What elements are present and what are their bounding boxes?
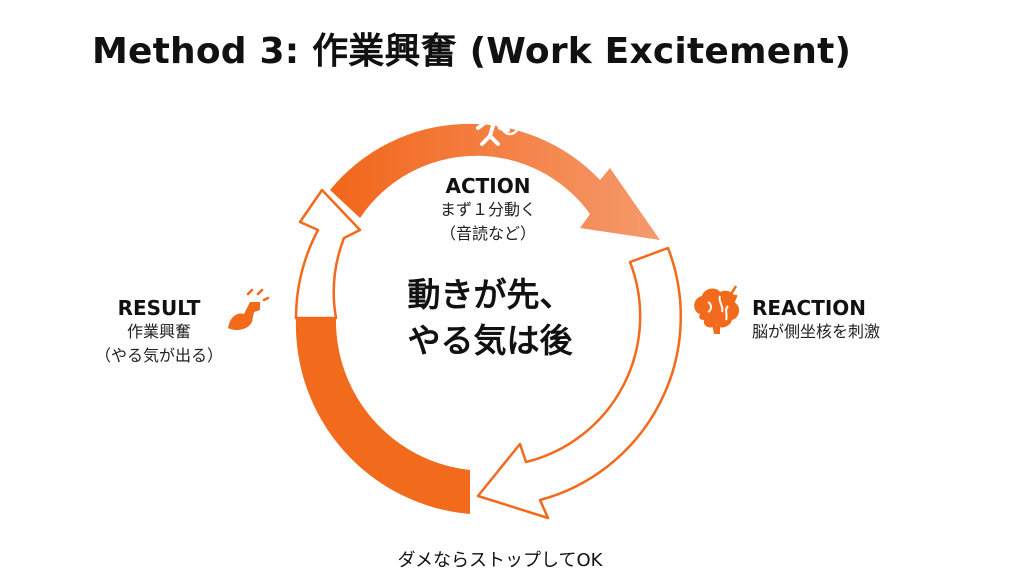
reaction-label: REACTION [752, 296, 867, 320]
arrow-reaction-to-result [476, 246, 683, 520]
center-message: 動きが先、 やる気は後 [370, 272, 610, 364]
result-label: RESULT [117, 296, 201, 320]
result-line-1: 作業興奮 [126, 322, 191, 341]
action-line-2: （音読など） [439, 224, 536, 243]
stage-result: RESULT 作業興奮 （やる気が出る） [84, 296, 234, 368]
center-line-1: 動きが先、 [407, 275, 573, 314]
running-clock-icon [476, 107, 520, 146]
brain-spark-icon [694, 285, 740, 334]
page-title: Method 3: 作業興奮 (Work Excitement) [92, 31, 852, 72]
result-line-2: （やる気が出る） [94, 346, 223, 365]
reaction-line-1: 脳が側坐核を刺激 [752, 322, 881, 341]
footer-note: ダメならストップしてOK [397, 550, 603, 571]
arrow-result-to-action [294, 188, 362, 320]
arrow-action-to-reaction [330, 123, 660, 240]
stage-reaction: REACTION 脳が側坐核を刺激 [752, 296, 880, 344]
arrow-result-band [295, 318, 470, 514]
flexed-arm-icon [228, 288, 270, 330]
stage-action: ACTION まず１分動く （音読など） [400, 174, 576, 246]
action-label: ACTION [445, 174, 531, 198]
action-line-1: まず１分動く [439, 200, 536, 219]
center-line-2: やる気は後 [407, 321, 573, 360]
